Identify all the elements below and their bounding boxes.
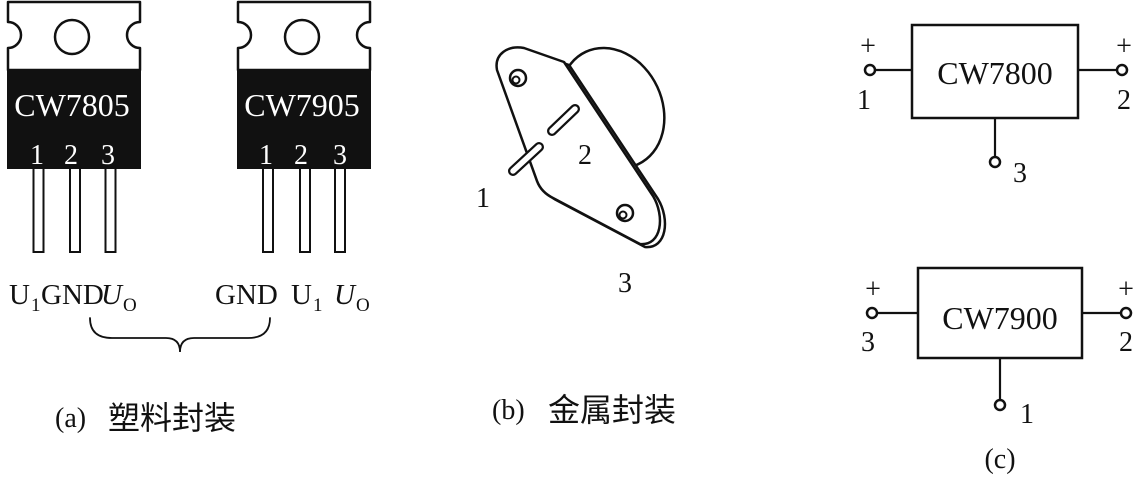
caption-a: (a) 塑料封装 — [55, 400, 236, 436]
polarity-label: + — [865, 274, 881, 305]
block-symbol-panel: CW7800 + 1 + 2 3 CW7900 + 3 + 2 — [857, 23, 1134, 475]
metal-package-panel: 1 2 3 (b) 金属封装 — [476, 46, 676, 428]
terminal-node — [863, 63, 877, 77]
mounting-hole — [53, 18, 91, 56]
lead-pin — [32, 167, 45, 253]
caption-label: (c) — [984, 444, 1015, 475]
pin-lead-core — [510, 144, 542, 174]
polarity-label: + — [1118, 274, 1134, 305]
part-number-label: CW7805 — [14, 87, 130, 123]
lead-label-main: GND — [41, 279, 104, 311]
to220-package-left: CW7805 1 2 3 U 1 GND U O — [6, 0, 142, 316]
caption-text: 金属封装 — [548, 392, 676, 428]
lead-pin — [69, 167, 81, 253]
pin-lead-core — [549, 106, 578, 134]
lead-label-main: U — [9, 279, 30, 311]
mounting-hole-lower — [615, 203, 635, 223]
lead-pin — [262, 167, 274, 253]
pin-number-label: 2 — [64, 140, 78, 171]
terminal-node — [1119, 306, 1133, 320]
caption-label: (b) — [492, 395, 525, 426]
part-number-label: CW7900 — [942, 300, 1058, 336]
lead-label-sub: O — [123, 295, 137, 316]
grouping-brace — [89, 317, 271, 353]
flange-face — [495, 46, 662, 246]
pin-lead-1 — [508, 142, 544, 176]
mounting-hole-inner — [618, 210, 628, 220]
regulator-box — [916, 266, 1084, 360]
pin-number-label: 2 — [578, 140, 592, 171]
caption-b: (b) 金属封装 — [492, 392, 676, 428]
pin-number-label: 1 — [1020, 399, 1034, 430]
lead-pin — [104, 167, 117, 253]
terminal-node — [1115, 63, 1129, 77]
pin-number-label: 1 — [259, 140, 273, 171]
regulator-box — [910, 23, 1080, 120]
pin-number-label: 3 — [333, 140, 347, 171]
pin-lead-2 — [547, 104, 580, 136]
to220-package-right: CW7905 1 2 3 GND U 1 U O — [215, 0, 372, 316]
polarity-label: + — [1116, 31, 1132, 62]
caption-text: 塑料封装 — [108, 400, 236, 436]
lead-pin — [334, 167, 346, 253]
terminal-node — [865, 306, 879, 320]
terminal-node — [988, 155, 1002, 169]
polarity-label: + — [860, 31, 876, 62]
pin-number-label: 2 — [1119, 327, 1133, 358]
pin-number-label: 3 — [101, 140, 115, 171]
pin-number-label: 1 — [857, 85, 871, 116]
lead-label-main: U — [101, 279, 124, 311]
regulator-block-lower: CW7900 + 3 + 2 1 — [861, 266, 1134, 430]
pin-number-label: 2 — [1117, 85, 1131, 116]
part-number-label: CW7800 — [937, 55, 1053, 91]
lead-pin — [299, 167, 311, 253]
pin-number-label: 3 — [861, 327, 875, 358]
pin-number-label: 1 — [30, 140, 44, 171]
lead-label-main: U — [334, 279, 357, 311]
pin-number-label: 2 — [294, 140, 308, 171]
to3-package: 1 2 3 — [476, 46, 667, 299]
pin-number-label: 3 — [618, 268, 632, 299]
lead-label-sub: 1 — [313, 295, 323, 316]
lead-label-sub: 1 — [31, 295, 41, 316]
pin-number-label: 3 — [1013, 158, 1027, 189]
lead-label-sub: O — [356, 295, 370, 316]
caption-label: (a) — [55, 403, 86, 434]
regulator-block-upper: CW7800 + 1 + 2 3 — [857, 23, 1132, 189]
terminal-node — [993, 398, 1007, 412]
plastic-package-panel: CW7805 1 2 3 U 1 GND U O CW7905 1 2 3 GN… — [6, 0, 372, 436]
mounting-hole-inner — [511, 75, 521, 85]
pin-number-label: 1 — [476, 183, 490, 214]
part-number-label: CW7905 — [244, 87, 360, 123]
lead-label-main: GND — [215, 279, 278, 311]
mounting-hole — [283, 18, 321, 56]
package-body — [7, 69, 141, 169]
lead-label-main: U — [291, 279, 312, 311]
mounting-hole-upper — [508, 68, 528, 88]
